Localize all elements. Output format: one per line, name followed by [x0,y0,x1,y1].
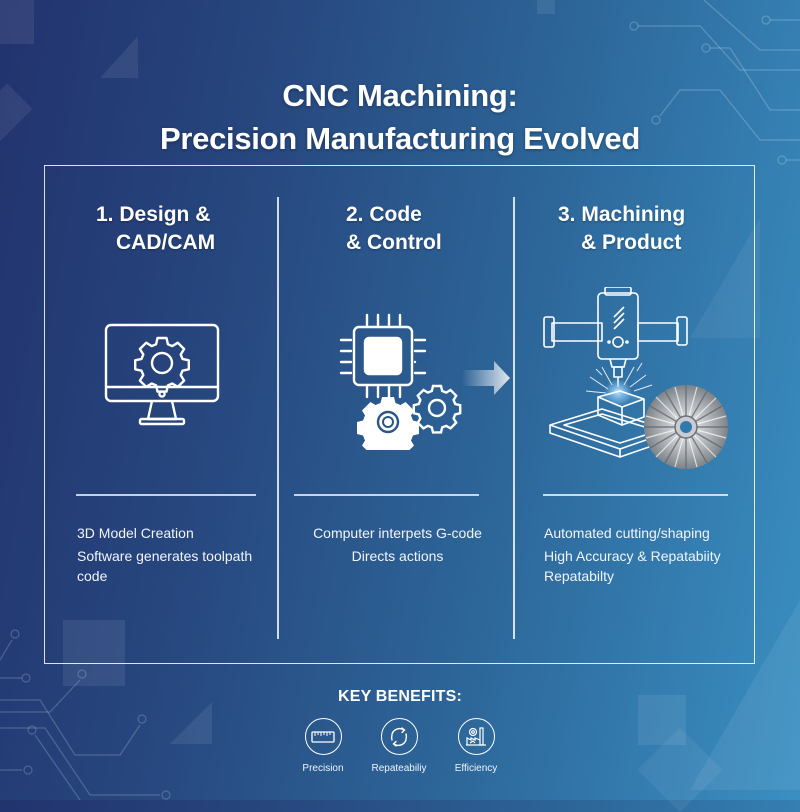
deco-square [537,0,555,14]
chip-gears-icon [339,313,510,450]
step-separator [294,494,479,496]
ruler-icon [311,730,335,743]
benefit-repeatability: Repateabiliy [359,718,439,774]
benefit-label: Repateabiliy [371,763,427,774]
step-description: Automated cutting/shaping High Accuracy … [544,522,721,588]
metal-fan-part-icon [644,385,728,469]
benefit-icon-circle [380,718,418,755]
deco-square [0,0,34,44]
step-title-line: 2. Code [346,203,422,226]
benefit-efficiency: Efficiency [436,718,516,774]
step-title: 3. Machining & Product [558,201,685,257]
step-title-line: & Product [581,231,682,254]
title-line-1: CNC Machining: [282,78,518,113]
benefit-label: Precision [302,763,344,774]
step-description: Computer interpets G-code Directs action… [279,522,516,568]
description-line: Computer interpets G-code [313,525,482,541]
benefit-icon-circle [457,718,495,755]
deco-diamond [637,727,723,812]
column-divider [513,197,515,639]
step-title-line: CAD/CAM [116,231,216,254]
title-line-2: Precision Manufacturing Evolved [160,121,640,156]
step-description: 3D Model Creation Software generates too… [77,522,252,588]
description-line: Repatabilty [544,568,615,584]
description-line: Automated cutting/shaping [544,525,710,541]
description-line: 3D Model Creation [77,525,194,541]
column-divider [277,197,279,639]
benefit-icon-circle [304,718,342,755]
factory-gear-icon [466,726,486,746]
deco-triangle [170,702,212,744]
step-title-line: & Control [346,231,442,254]
description-line: code [77,568,108,584]
page-title: CNC Machining: Precision Manufacturing E… [0,74,800,160]
step-title-line: 1. Design & [96,203,211,226]
step-title: 1. Design & CAD/CAM [96,201,215,257]
description-line: Directs actions [351,548,444,564]
benefits-title: KEY BENEFITS: [337,688,463,705]
deco-triangle [100,36,138,78]
description-line: High Accuracy & Repatabiity [544,548,721,564]
process-panel [44,165,755,664]
step-title-line: 3. Machining [558,203,686,226]
monitor-gear-icon [104,323,220,426]
benefit-precision: Precision [283,718,363,774]
benefit-label: Efficiency [454,763,498,774]
step-title: 2. Code & Control [346,201,442,257]
step-separator [543,494,728,496]
cycle-arrows-icon [390,726,408,747]
step-separator [76,494,256,496]
description-line: Software generates toolpath [77,548,253,564]
